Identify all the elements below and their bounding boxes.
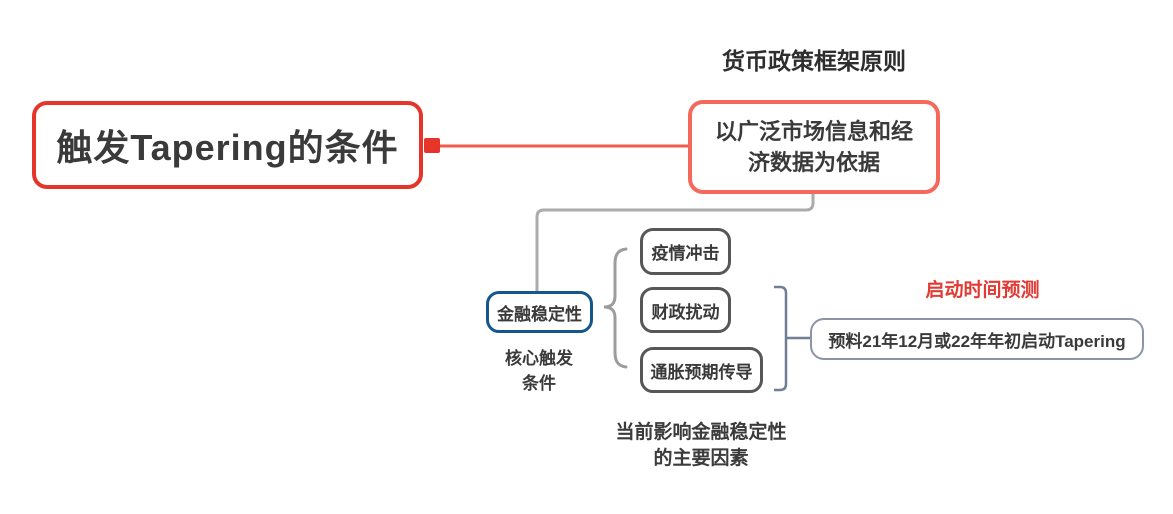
stability-caption-label: 核心触发 条件: [505, 349, 573, 393]
prediction-heading-label: 启动时间预测: [925, 280, 1040, 301]
root-topic-label: 触发Tapering的条件: [56, 127, 399, 168]
factor-topic-node[interactable]: 疫情冲击: [640, 228, 731, 275]
principle-floating-label: 货币政策框架原则: [722, 48, 906, 74]
root-topic-node[interactable]: 触发Tapering的条件: [32, 101, 423, 189]
factor-topic-label: 通胀预期传导: [650, 362, 753, 382]
prediction-topic-node[interactable]: 预料21年12月或22年年初启动Tapering: [810, 318, 1144, 360]
factor-topic-node[interactable]: 通胀预期传导: [640, 347, 763, 393]
stability-topic-label: 金融稳定性: [497, 304, 582, 324]
summary-bracket: [774, 285, 788, 392]
children-brace: [603, 247, 628, 369]
principle-topic-label: 以广泛市场信息和经 济数据为依据: [714, 119, 913, 175]
factor-topic-node[interactable]: 财政扰动: [640, 287, 731, 333]
factor-topic-label: 财政扰动: [651, 302, 720, 322]
root-connector-joint: [424, 138, 440, 153]
factors-caption-label: 当前影响金融稳定性 的主要因素: [615, 422, 787, 469]
principle-topic-node[interactable]: 以广泛市场信息和经 济数据为依据: [688, 100, 940, 194]
prediction-topic-label: 预料21年12月或22年年初启动Tapering: [828, 331, 1126, 351]
branch-elbow-connector: [535, 194, 815, 291]
factor-topic-label: 疫情冲击: [651, 244, 720, 263]
stability-topic-node[interactable]: 金融稳定性: [486, 291, 593, 333]
